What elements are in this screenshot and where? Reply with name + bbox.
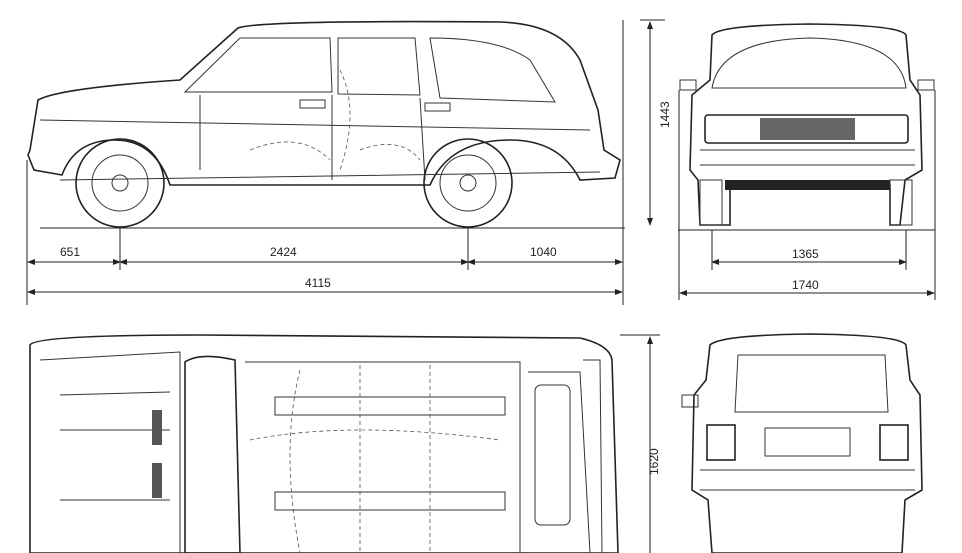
rear-view <box>681 333 923 553</box>
dim-front-overhang: 651 <box>60 245 80 259</box>
dim-overall-length: 4115 <box>305 276 331 290</box>
dim-overall-width: 1740 <box>792 278 819 292</box>
side-view <box>27 20 625 229</box>
dim-top-width: 1620 <box>647 448 661 475</box>
dim-rear-overhang: 1040 <box>530 245 557 259</box>
front-wheel <box>75 138 165 228</box>
rear-wheel <box>423 138 513 228</box>
top-dimensions: 1620 <box>620 334 661 553</box>
dim-track: 1365 <box>792 247 819 261</box>
side-dimensions: 651 2424 1040 4115 1443 <box>26 19 672 305</box>
front-view <box>678 23 935 231</box>
top-view <box>29 334 619 553</box>
front-dimensions: 1365 1740 <box>678 90 936 300</box>
dim-height: 1443 <box>658 101 672 128</box>
dim-wheelbase: 2424 <box>270 245 297 259</box>
